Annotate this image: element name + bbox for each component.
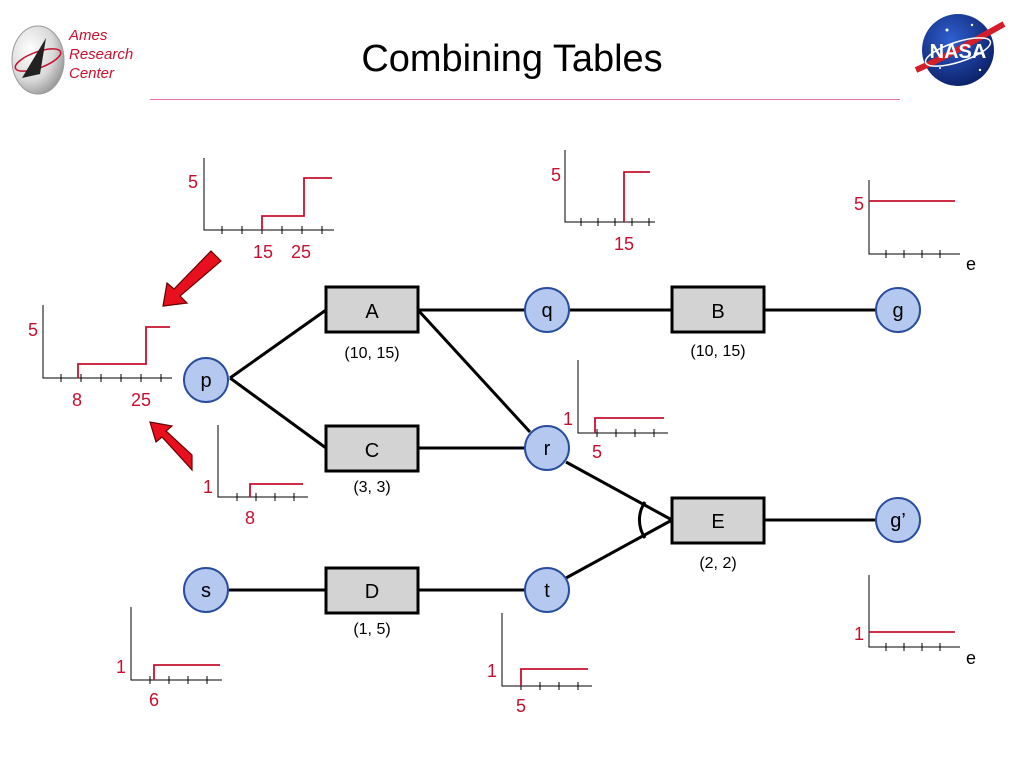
cost-table-top-left-xlabel-2: 25 xyxy=(291,242,311,262)
cost-table-c-ylabel: 1 xyxy=(203,477,213,497)
nasa-logo-icon: NASA xyxy=(914,14,1006,86)
node-r-label: r xyxy=(544,438,551,460)
node-s-label: s xyxy=(201,580,211,602)
node-g-prime[interactable]: g’ xyxy=(875,497,921,543)
cost-table-r-xlabel: 5 xyxy=(592,442,602,462)
cost-table-s-ylabel: 1 xyxy=(116,657,126,677)
action-d-label: D xyxy=(365,581,379,603)
cost-table-s: 1 6 xyxy=(116,607,222,710)
cost-table-left: 5 8 25 xyxy=(28,305,172,410)
action-e-params: (2, 2) xyxy=(699,555,736,572)
cost-table-r: 1 5 xyxy=(563,360,668,462)
action-b-label: B xyxy=(711,301,724,323)
edge-r-e xyxy=(565,460,673,522)
node-g-prime-label: g’ xyxy=(890,510,906,532)
cost-table-top-left-xlabel-1: 15 xyxy=(253,242,273,262)
action-b[interactable]: B xyxy=(670,285,766,334)
node-r[interactable]: r xyxy=(524,425,570,471)
node-q[interactable]: q xyxy=(524,287,570,333)
cost-table-left-ylabel: 5 xyxy=(28,320,38,340)
node-g[interactable]: g xyxy=(875,287,921,333)
edge-p-a xyxy=(229,308,327,380)
action-b-params: (10, 15) xyxy=(690,343,745,360)
node-p[interactable]: p xyxy=(183,357,229,403)
and-arc-icon xyxy=(638,501,647,539)
cost-table-t: 1 5 xyxy=(487,613,592,716)
header-divider xyxy=(150,99,900,100)
page-title: Combining Tables xyxy=(361,38,663,80)
action-a-label: A xyxy=(365,301,379,323)
cost-table-q: 5 15 xyxy=(551,150,655,254)
node-t-label: t xyxy=(544,580,550,602)
node-s[interactable]: s xyxy=(183,567,229,613)
arrow-up-left-icon xyxy=(149,421,193,472)
action-c-params: (3, 3) xyxy=(353,479,390,496)
cost-table-q-ylabel: 5 xyxy=(551,165,561,185)
nasa-logo-text: NASA xyxy=(930,41,987,63)
ames-line-2: Research xyxy=(69,46,134,63)
ames-line-1: Ames xyxy=(69,27,108,44)
node-t[interactable]: t xyxy=(524,567,570,613)
edge-p-c xyxy=(229,376,327,450)
edge-t-e xyxy=(565,518,673,580)
action-c-label: C xyxy=(365,440,379,462)
cost-table-top-left-ylabel: 5 xyxy=(188,172,198,192)
ames-research-center-label: Ames Research Center xyxy=(69,26,133,83)
cost-table-g-prime-axis-label: e xyxy=(966,648,976,668)
cost-table-left-xlabel-1: 8 xyxy=(72,390,82,410)
edge-a-r xyxy=(416,308,532,434)
action-c[interactable]: C xyxy=(324,424,420,473)
cost-table-r-ylabel: 1 xyxy=(563,409,573,429)
action-d[interactable]: D xyxy=(324,566,420,615)
action-e-label: E xyxy=(711,511,724,533)
edges xyxy=(229,308,876,592)
ames-line-3: Center xyxy=(69,65,115,82)
cost-table-c-xlabel: 8 xyxy=(245,508,255,528)
node-g-label: g xyxy=(892,300,903,322)
action-d-params: (1, 5) xyxy=(353,621,390,638)
cost-table-t-xlabel: 5 xyxy=(516,696,526,716)
action-a-params: (10, 15) xyxy=(344,345,399,362)
cost-table-g: 5 e xyxy=(854,180,976,274)
action-e[interactable]: E xyxy=(670,496,766,545)
cost-table-s-xlabel: 6 xyxy=(149,690,159,710)
node-q-label: q xyxy=(541,300,552,322)
cost-table-t-ylabel: 1 xyxy=(487,661,497,681)
cost-table-g-ylabel: 5 xyxy=(854,194,864,214)
node-p-label: p xyxy=(200,370,211,392)
cost-table-g-axis-label: e xyxy=(966,254,976,274)
arrow-down-left-icon xyxy=(162,250,222,307)
cost-table-q-xlabel: 15 xyxy=(614,234,634,254)
cost-table-left-xlabel-2: 25 xyxy=(131,390,151,410)
action-a[interactable]: A xyxy=(324,285,420,334)
cost-table-g-prime: 1 e xyxy=(854,575,976,668)
ames-logo-icon xyxy=(11,25,65,95)
cost-table-top-left: 5 15 25 xyxy=(188,158,334,262)
cost-table-c: 1 8 xyxy=(203,425,308,528)
cost-table-g-prime-ylabel: 1 xyxy=(854,624,864,644)
